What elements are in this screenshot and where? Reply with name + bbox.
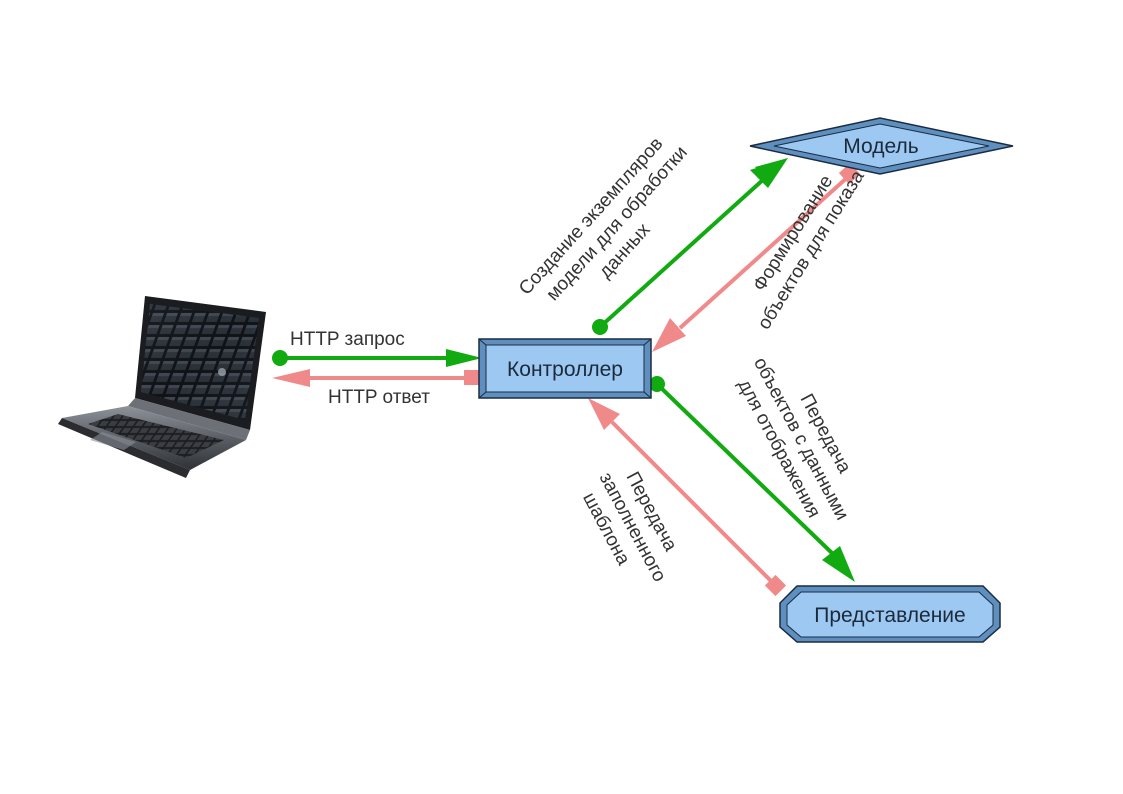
create-model-arrow <box>592 158 788 335</box>
form-objects-arrow <box>652 162 861 352</box>
controller-node[interactable]: Контроллер <box>478 338 652 399</box>
http-response-label: HTTP ответ <box>328 387 430 408</box>
model-label: Модель <box>843 135 918 158</box>
controller-label: Контроллер <box>507 358 623 381</box>
http-request-arrow <box>272 349 482 367</box>
pass-objects-arrow <box>649 376 855 582</box>
create-model-label-line: модели для обработки <box>542 142 692 305</box>
pass-template-arrow <box>588 398 787 597</box>
create-model-label-line: Создание экземпляров <box>515 134 667 300</box>
view-node[interactable]: Представление <box>779 585 1001 643</box>
http-request-label: HTTP запрос <box>290 329 405 350</box>
laptop-icon <box>58 296 266 478</box>
pass-objects-label: Передача объектов с данными для отображе… <box>728 343 876 540</box>
form-objects-label: Формирование объектов для показа <box>733 154 868 334</box>
create-model-label: Создание экземпляров модели для обработк… <box>515 122 713 331</box>
model-node[interactable]: Модель <box>749 117 1014 175</box>
http-response-arrow <box>272 369 479 387</box>
pass-template-label: Передача заполненного шаблона <box>574 458 694 601</box>
view-label: Представление <box>814 604 965 627</box>
